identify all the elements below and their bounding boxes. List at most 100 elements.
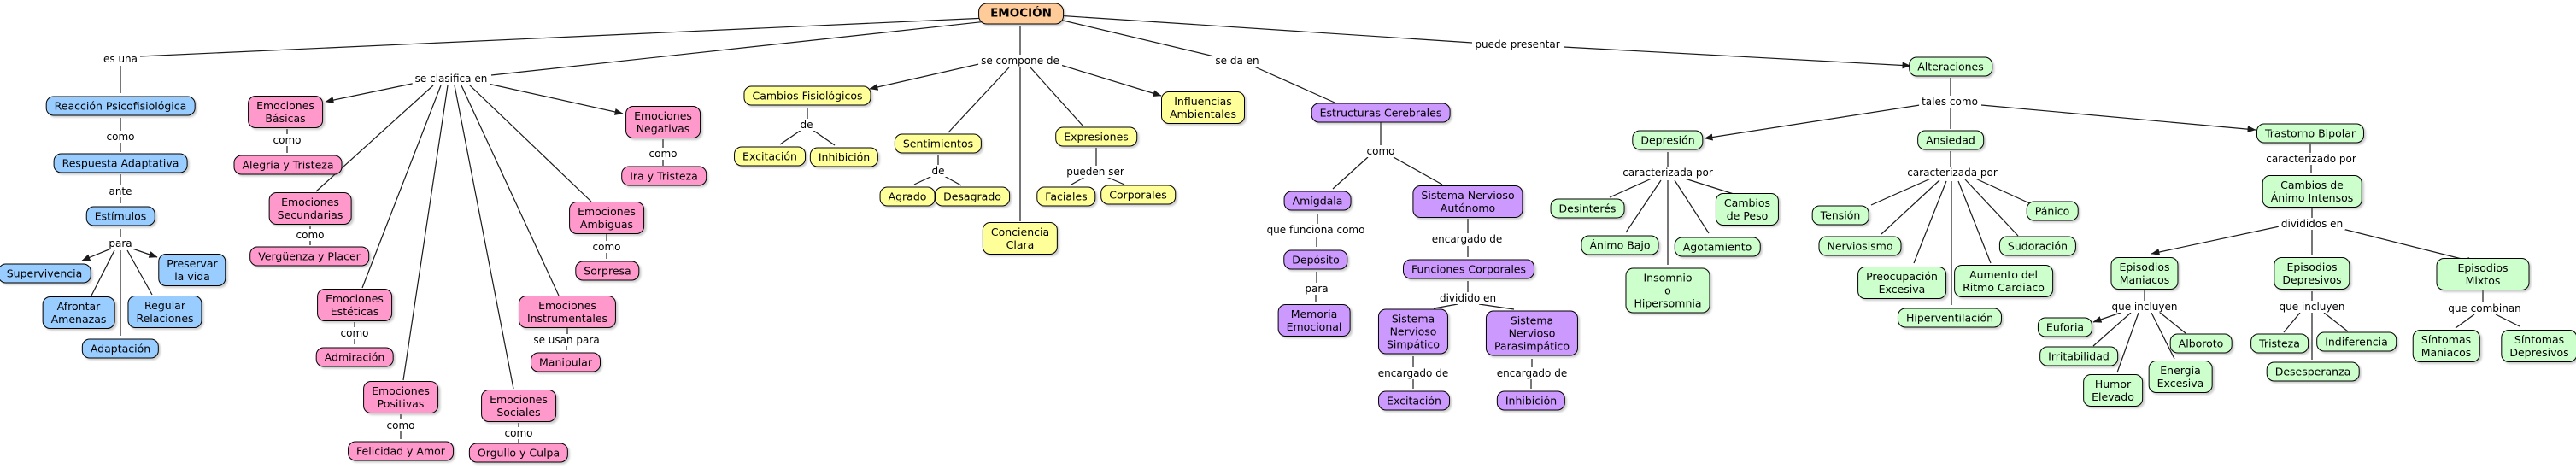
node-aumento-ritmo-cardiaco[interactable]: Aumento del Ritmo Cardiaco	[1954, 265, 2053, 297]
node-inhibicion-snc[interactable]: Inhibición	[1496, 390, 1566, 411]
link-label-dividido-en[interactable]: dividido en	[1436, 292, 1499, 304]
link-label-caracterizada-por-depresion[interactable]: caracterizada por	[1620, 167, 1716, 179]
link-label-que-incluyen-maniacos[interactable]: que incluyen	[2109, 301, 2180, 313]
link-label-como-basicas[interactable]: como	[270, 134, 304, 146]
link-label-se-usan-para[interactable]: se usan para	[531, 334, 602, 346]
link-label-como-negativas[interactable]: como	[646, 148, 680, 160]
node-sorpresa[interactable]: Sorpresa	[575, 261, 640, 281]
node-supervivencia[interactable]: Supervivencia	[0, 263, 91, 284]
node-depresion[interactable]: Depresión	[1632, 130, 1704, 150]
node-memoria-emocional[interactable]: Memoria Emocional	[1277, 304, 1351, 337]
node-insomnio-o-hipersomnia[interactable]: Insomnio o Hipersomnia	[1625, 267, 1710, 314]
node-episodios-maniacos[interactable]: Episodios Maniacos	[2110, 257, 2179, 290]
link-label-como-reaccion[interactable]: como	[103, 131, 138, 143]
link-label-como-sociales[interactable]: como	[502, 427, 536, 439]
node-desinteres[interactable]: Desinterés	[1550, 198, 1625, 219]
node-sudoracion[interactable]: Sudoración	[1998, 236, 2077, 256]
node-sintomas-depresivos[interactable]: Síntomas Depresivos	[2501, 330, 2576, 362]
node-episodios-mixtos[interactable]: Episodios Mixtos	[2436, 258, 2530, 290]
node-energia-excesiva[interactable]: Energía Excesiva	[2148, 361, 2213, 393]
link-label-caracterizada-por-ansiedad[interactable]: caracterizada por	[1904, 167, 2000, 179]
node-ira-y-tristeza[interactable]: Ira y Tristeza	[621, 166, 707, 186]
node-episodios-depresivos[interactable]: Episodios Depresivos	[2274, 257, 2350, 290]
node-felicidad-y-amor[interactable]: Felicidad y Amor	[348, 441, 454, 461]
link-label-como-estructuras[interactable]: como	[1364, 145, 1398, 157]
node-estructuras-cerebrales[interactable]: Estructuras Cerebrales	[1311, 103, 1451, 123]
node-alboroto[interactable]: Alboroto	[2169, 333, 2233, 354]
node-respuesta-adaptativa[interactable]: Respuesta Adaptativa	[53, 153, 188, 173]
node-animo-bajo[interactable]: Ánimo Bajo	[1581, 235, 1659, 255]
node-amigdala[interactable]: Amígdala	[1283, 191, 1352, 211]
link-label-como-secundarias[interactable]: como	[293, 229, 327, 241]
node-verguenza-y-placer[interactable]: Vergüenza y Placer	[249, 246, 369, 267]
node-agrado[interactable]: Agrado	[879, 186, 936, 207]
node-emociones-positivas[interactable]: Emociones Positivas	[363, 381, 438, 413]
link-label-ante[interactable]: ante	[106, 185, 135, 197]
node-deposito[interactable]: Depósito	[1283, 249, 1348, 270]
link-label-tales-como[interactable]: tales como	[1919, 96, 1980, 108]
link-label-divididos-en[interactable]: divididos en	[2278, 218, 2346, 230]
node-euforia[interactable]: Euforia	[2037, 317, 2093, 337]
node-influencias-ambientales[interactable]: Influencias Ambientales	[1161, 91, 1245, 124]
node-emociones-secundarias[interactable]: Emociones Secundarias	[268, 192, 352, 225]
node-cambios-de-peso[interactable]: Cambios de Peso	[1715, 193, 1780, 226]
link-label-de-cambios[interactable]: de	[797, 119, 816, 131]
node-corporales[interactable]: Corporales	[1100, 185, 1176, 205]
link-label-que-incluyen-depresivos[interactable]: que incluyen	[2276, 301, 2348, 313]
node-faciales[interactable]: Faciales	[1036, 186, 1096, 207]
link-label-puede-presentar[interactable]: puede presentar	[1472, 38, 1563, 50]
node-nerviosismo[interactable]: Nerviosismo	[1818, 236, 1902, 256]
node-estimulos[interactable]: Estímulos	[85, 206, 155, 226]
node-emociones-ambiguas[interactable]: Emociones Ambiguas	[569, 202, 644, 234]
node-inhibicion-fisiologica[interactable]: Inhibición	[809, 147, 879, 167]
link-label-encargado-de-sns[interactable]: encargado de	[1375, 367, 1452, 379]
node-excitacion-fisiologica[interactable]: Excitación	[734, 146, 806, 167]
node-desesperanza[interactable]: Desesperanza	[2266, 361, 2360, 382]
node-regular-relaciones[interactable]: Regular Relaciones	[127, 296, 202, 328]
link-label-pueden-ser[interactable]: pueden ser	[1064, 166, 1127, 178]
link-label-que-funciona-como[interactable]: que funciona como	[1264, 224, 1368, 236]
node-desagrado[interactable]: Desagrado	[935, 186, 1010, 207]
node-panico[interactable]: Pánico	[2026, 201, 2079, 221]
link-label-se-da-en[interactable]: se da en	[1212, 55, 1262, 67]
node-irritabilidad[interactable]: Irritabilidad	[2039, 346, 2118, 366]
node-sistema-nervioso-simpatico[interactable]: Sistema Nervioso Simpático	[1377, 308, 1449, 355]
node-cambios-fisiologicos[interactable]: Cambios Fisiológicos	[743, 85, 871, 106]
node-sistema-nervioso-autonomo[interactable]: Sistema Nervioso Autónomo	[1412, 185, 1523, 218]
node-tension[interactable]: Tensión	[1811, 205, 1869, 226]
node-sentimientos[interactable]: Sentimientos	[894, 133, 983, 154]
node-ansiedad[interactable]: Ansiedad	[1917, 130, 1984, 150]
node-tristeza[interactable]: Tristeza	[2250, 333, 2309, 354]
node-cambios-animo-intensos[interactable]: Cambios de Ánimo Intensos	[2262, 175, 2362, 208]
node-admiracion[interactable]: Admiración	[315, 347, 394, 367]
node-expresiones[interactable]: Expresiones	[1055, 126, 1137, 147]
node-agotamiento[interactable]: Agotamiento	[1674, 237, 1761, 257]
node-funciones-corporales[interactable]: Funciones Corporales	[1402, 259, 1535, 279]
link-label-como-ambiguas[interactable]: como	[590, 241, 624, 253]
node-humor-elevado[interactable]: Humor Elevado	[2083, 374, 2143, 407]
node-alteraciones[interactable]: Alteraciones	[1909, 56, 1992, 77]
node-reaccion-psicofisiologica[interactable]: Reacción Psicofisiológica	[45, 96, 196, 116]
node-emociones-negativas[interactable]: Emociones Negativas	[625, 106, 701, 138]
link-label-como-positivas[interactable]: como	[384, 419, 418, 431]
link-label-encargado-de-snp[interactable]: encargado de	[1493, 367, 1570, 379]
node-emociones-basicas[interactable]: Emociones Básicas	[248, 96, 323, 128]
node-manipular[interactable]: Manipular	[531, 352, 601, 372]
node-preocupacion-excesiva[interactable]: Preocupación Excesiva	[1857, 267, 1946, 299]
node-afrontar-amenazas[interactable]: Afrontar Amenazas	[42, 296, 115, 329]
node-excitacion-snc[interactable]: Excitación	[1378, 390, 1450, 411]
link-label-encargado-de-sna[interactable]: encargado de	[1429, 233, 1505, 245]
link-label-se-clasifica-en[interactable]: se clasifica en	[412, 73, 490, 85]
link-label-que-combinan[interactable]: que combinan	[2445, 302, 2524, 314]
link-label-para-estimulos[interactable]: para	[106, 237, 135, 249]
node-adaptacion[interactable]: Adaptación	[81, 338, 160, 359]
node-trastorno-bipolar[interactable]: Trastorno Bipolar	[2256, 123, 2365, 144]
node-sintomas-maniacos[interactable]: Síntomas Maniacos	[2412, 330, 2480, 362]
node-conciencia-clara[interactable]: Conciencia Clara	[982, 222, 1059, 255]
node-hiperventilacion[interactable]: Hiperventilación	[1897, 308, 2003, 328]
node-emociones-sociales[interactable]: Emociones Sociales	[481, 390, 556, 422]
link-label-como-esteticas[interactable]: como	[337, 327, 372, 339]
node-indiferencia[interactable]: Indiferencia	[2316, 331, 2397, 352]
node-sistema-nervioso-parasimpatico[interactable]: Sistema Nervioso Parasimpático	[1485, 310, 1579, 356]
link-label-de-sentimientos[interactable]: de	[929, 165, 948, 177]
